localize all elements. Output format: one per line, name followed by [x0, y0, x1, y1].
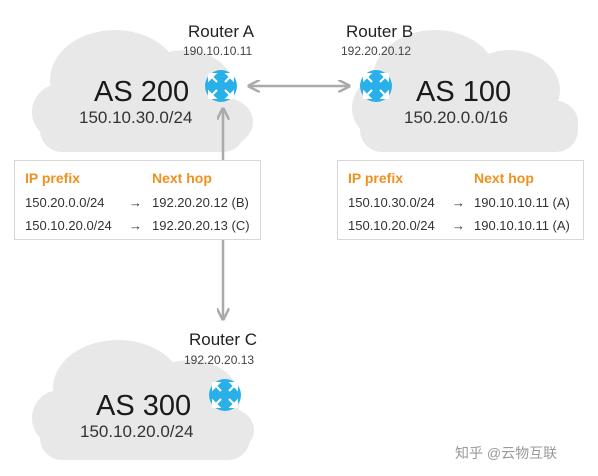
table-a-row2-arrow: → — [129, 218, 142, 233]
table-a-row2-prefix: 150.10.20.0/24 — [25, 218, 112, 233]
cloud-as300 — [32, 340, 254, 460]
table-b-row2-prefix: 150.10.20.0/24 — [348, 218, 435, 233]
routing-table-b: IP prefix Next hop 150.10.30.0/24 → 190.… — [337, 160, 584, 240]
router-b-ip: 192.20.20.12 — [341, 44, 412, 58]
table-b-row1-prefix: 150.10.30.0/24 — [348, 195, 435, 210]
table-b-header-prefix: IP prefix — [348, 170, 403, 186]
table-a-header-nexthop: Next hop — [152, 170, 212, 186]
as200-name: AS 200 — [94, 76, 190, 108]
watermark: 知乎 @云物互联 — [455, 445, 558, 461]
table-b-row1-nexthop: 190.10.10.11 (A) — [474, 195, 570, 210]
table-b-row1-arrow: → — [452, 195, 465, 210]
table-a-row1-nexthop: 192.20.20.12 (B) — [152, 195, 249, 210]
table-a-header-prefix: IP prefix — [25, 170, 80, 186]
table-a-row1-prefix: 150.20.0.0/24 — [25, 195, 105, 210]
as100-prefix: 150.20.0.0/16 — [404, 108, 508, 127]
router-c-icon — [209, 379, 241, 411]
as100-name: AS 100 — [416, 76, 512, 108]
router-b-icon — [360, 70, 392, 102]
routing-table-a: IP prefix Next hop 150.20.0.0/24 → 192.2… — [14, 160, 261, 240]
table-b-row2-arrow: → — [452, 218, 465, 233]
router-a-name: Router A — [188, 22, 255, 41]
as300-name: AS 300 — [96, 390, 192, 422]
router-c-name: Router C — [189, 330, 258, 349]
router-c-ip: 192.20.20.13 — [184, 353, 255, 367]
cloud-as100 — [352, 30, 578, 152]
table-b-header-nexthop: Next hop — [474, 170, 534, 186]
as200-prefix: 150.10.30.0/24 — [79, 108, 193, 127]
table-b-row2-nexthop: 190.10.10.11 (A) — [474, 218, 570, 233]
table-a-row1-arrow: → — [129, 195, 142, 210]
table-a-row2-nexthop: 192.20.20.13 (C) — [152, 218, 250, 233]
as300-prefix: 150.10.20.0/24 — [80, 422, 194, 441]
router-a-icon — [205, 70, 237, 102]
router-b-name: Router B — [346, 22, 414, 41]
router-a-ip: 190.10.10.11 — [183, 44, 253, 58]
